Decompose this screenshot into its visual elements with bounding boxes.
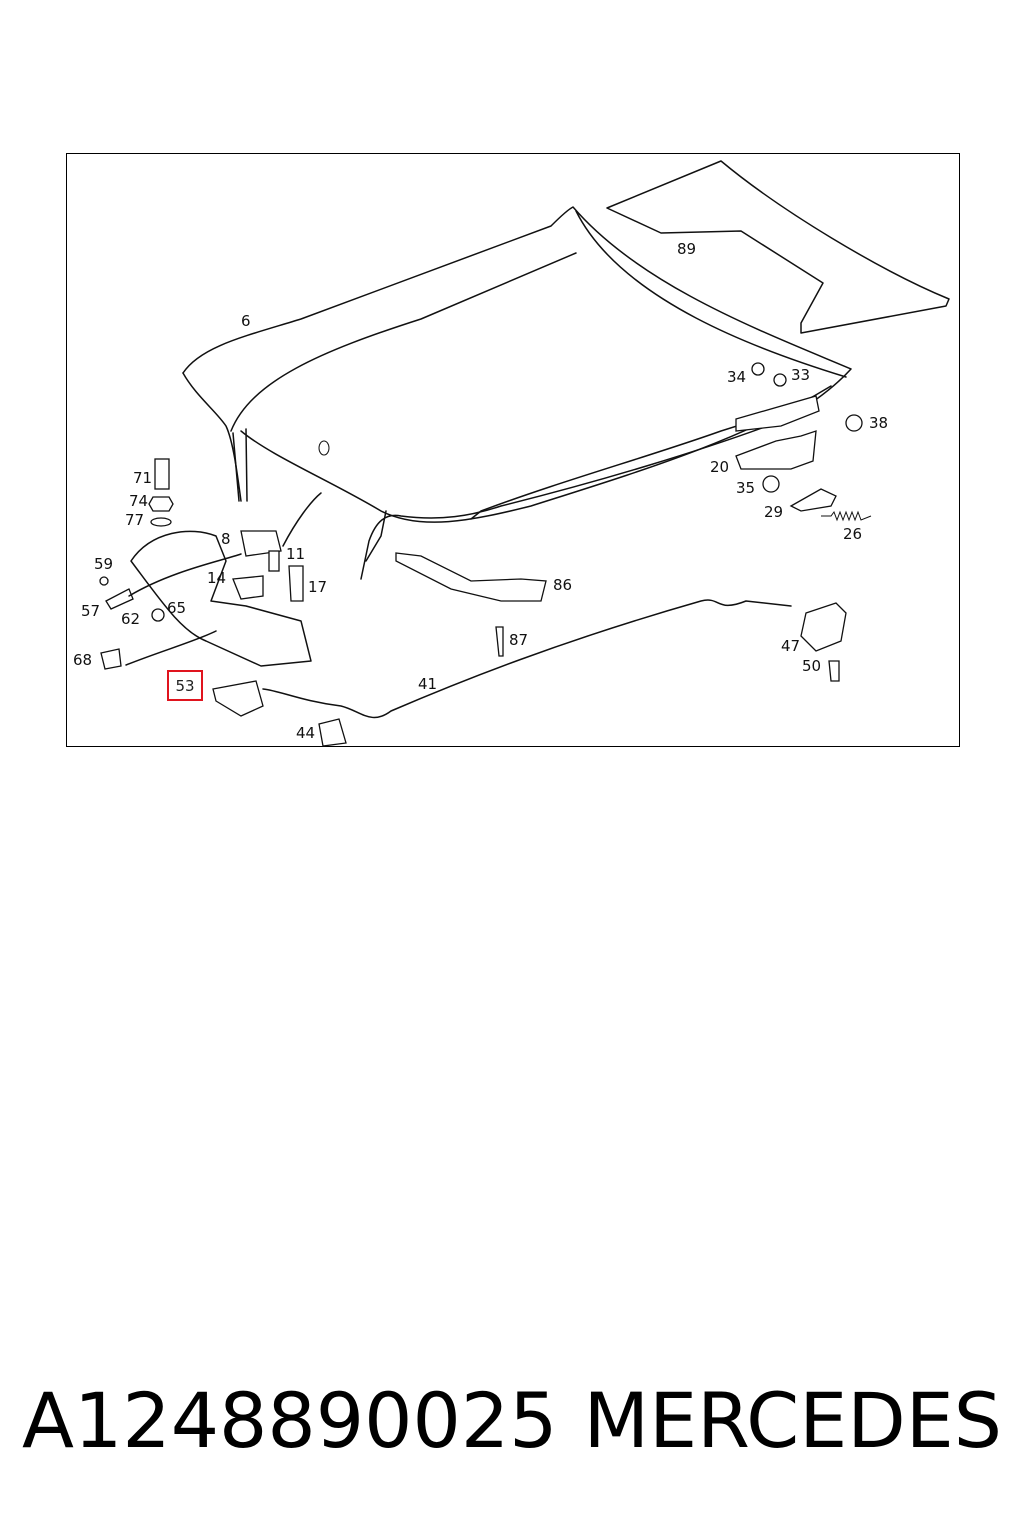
- label-74: 74: [129, 492, 148, 510]
- release-cable-41: [262, 599, 792, 719]
- nut-65: [151, 608, 165, 622]
- latch-53: [212, 680, 264, 717]
- nut-35: [762, 475, 780, 493]
- label-57: 57: [81, 602, 100, 620]
- label-33: 33: [791, 366, 810, 384]
- label-35: 35: [736, 479, 755, 497]
- label-17: 17: [308, 578, 327, 596]
- label-26: 26: [843, 525, 862, 543]
- clip-68: [100, 648, 122, 670]
- bolt-11: [268, 550, 280, 572]
- label-62: 62: [121, 610, 140, 628]
- bolt-17: [288, 565, 304, 602]
- clip-14: [232, 575, 264, 600]
- label-11: 11: [286, 545, 305, 563]
- hood-front-edge: [182, 372, 242, 502]
- label-77: 77: [125, 511, 144, 529]
- label-14: 14: [207, 569, 226, 587]
- hinge-plate-8: [240, 530, 282, 557]
- spring-26: [821, 510, 872, 522]
- arrow-to-hinge-8: [128, 553, 242, 597]
- hinge-20: [735, 430, 817, 470]
- highlighted-part-label: 53: [167, 670, 203, 701]
- washer-77: [150, 517, 172, 527]
- label-86: 86: [553, 576, 572, 594]
- arrow-to-latch: [125, 630, 217, 666]
- hood-crease-left: [230, 252, 577, 432]
- parts-diagram: 6 89 34 33 38 20 35 29 26 71 74 77 8 11 …: [66, 153, 960, 747]
- rail-86: [395, 552, 547, 602]
- hood-panel-outline: [182, 206, 852, 580]
- hood-inner-contour: [240, 385, 832, 523]
- bolt-38: [845, 414, 863, 432]
- label-44: 44: [296, 724, 315, 742]
- clip-44: [318, 718, 347, 747]
- hood-hinge-left-pillar: [232, 428, 248, 502]
- part-caption: A1248890025 MERCEDES: [22, 1370, 1002, 1470]
- label-71: 71: [133, 469, 152, 487]
- hood-rear-rail: [365, 400, 817, 562]
- brand-name: MERCEDES: [583, 1375, 1002, 1465]
- part-number: A1248890025: [22, 1375, 558, 1465]
- label-68: 68: [73, 651, 92, 669]
- label-29: 29: [764, 503, 783, 521]
- latch-47: [800, 602, 847, 652]
- nut-74: [148, 496, 174, 512]
- label-65: 65: [167, 599, 186, 617]
- hinge-bracket-right: [735, 395, 820, 432]
- nut-34: [751, 362, 765, 376]
- pin-59: [99, 576, 109, 586]
- bolt-71: [154, 458, 170, 490]
- bolt-50: [828, 660, 840, 682]
- label-20: 20: [710, 458, 729, 476]
- bracket-29: [789, 488, 837, 512]
- hood-assembly-illustration: 6 89 34 33 38 20 35 29 26 71 74 77 8 11 …: [73, 160, 950, 747]
- label-50: 50: [802, 657, 821, 675]
- hood-emblem-hole: [318, 440, 330, 456]
- rivet-87: [495, 626, 504, 657]
- arrow-to-hood: [282, 492, 322, 547]
- label-41: 41: [418, 675, 437, 693]
- nut-33: [773, 373, 787, 387]
- label-6: 6: [241, 312, 251, 330]
- label-89: 89: [677, 240, 696, 258]
- label-47: 47: [781, 637, 800, 655]
- label-8: 8: [221, 530, 231, 548]
- insulation-mat: [606, 160, 950, 334]
- label-38: 38: [869, 414, 888, 432]
- label-87: 87: [509, 631, 528, 649]
- label-59: 59: [94, 555, 113, 573]
- label-34: 34: [727, 368, 746, 386]
- hood-crease-center: [575, 210, 847, 378]
- latch-base-sketch: [130, 530, 312, 667]
- lever-57: [105, 588, 134, 610]
